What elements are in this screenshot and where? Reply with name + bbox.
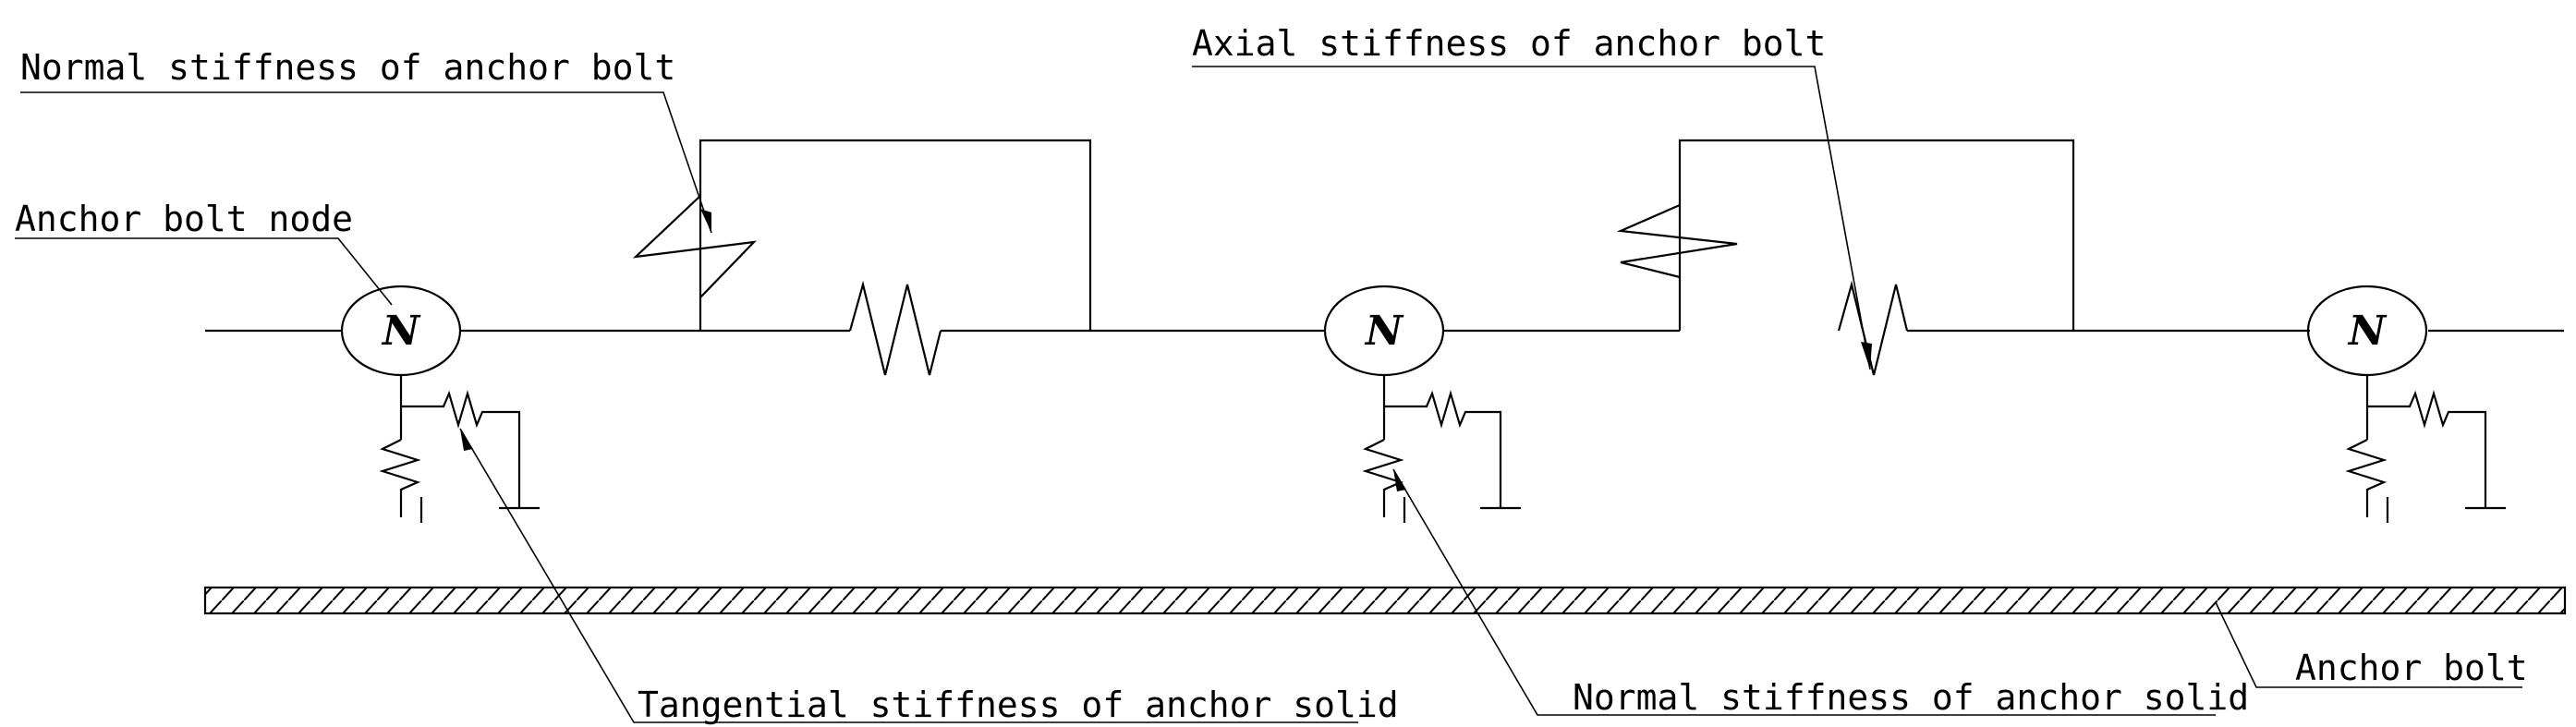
bolt-element-2-springs — [1616, 139, 2075, 376]
solid-springs-node-3 — [2345, 375, 2506, 523]
label-text: Normal stiffness of anchor bolt — [20, 47, 675, 88]
label-anchor-bolt: Anchor bolt — [2215, 601, 2528, 688]
anchor-node-2: N — [1323, 285, 1445, 377]
label-text: Normal stiffness of anchor solid — [1573, 677, 2249, 718]
anchor-node-3: N — [2306, 285, 2428, 377]
solid-springs-node-2 — [1362, 375, 1521, 523]
label-tangential-stiffness-solid: Tangential stiffness of anchor solid — [459, 428, 1399, 725]
node-label: N — [2347, 308, 2388, 355]
label-normal-stiffness-bolt: Normal stiffness of anchor bolt — [20, 47, 712, 234]
label-text: Anchor bolt — [2295, 648, 2528, 688]
anchor-bolt-bar — [203, 586, 2567, 615]
label-text: Anchor bolt node — [15, 199, 353, 239]
bolt-element-1-springs — [632, 139, 1092, 376]
label-axial-stiffness-bolt: Axial stiffness of anchor bolt — [1192, 23, 1872, 370]
node-label: N — [381, 308, 421, 355]
solid-springs-node-1 — [379, 375, 540, 523]
label-anchor-bolt-node: Anchor bolt node — [15, 199, 393, 306]
anchor-node-1: N — [340, 285, 462, 377]
label-normal-stiffness-solid: Normal stiffness of anchor solid — [1392, 468, 2249, 718]
node-label: N — [1364, 308, 1404, 355]
label-text: Tangential stiffness of anchor solid — [638, 685, 1399, 725]
label-text: Axial stiffness of anchor bolt — [1192, 23, 1826, 64]
